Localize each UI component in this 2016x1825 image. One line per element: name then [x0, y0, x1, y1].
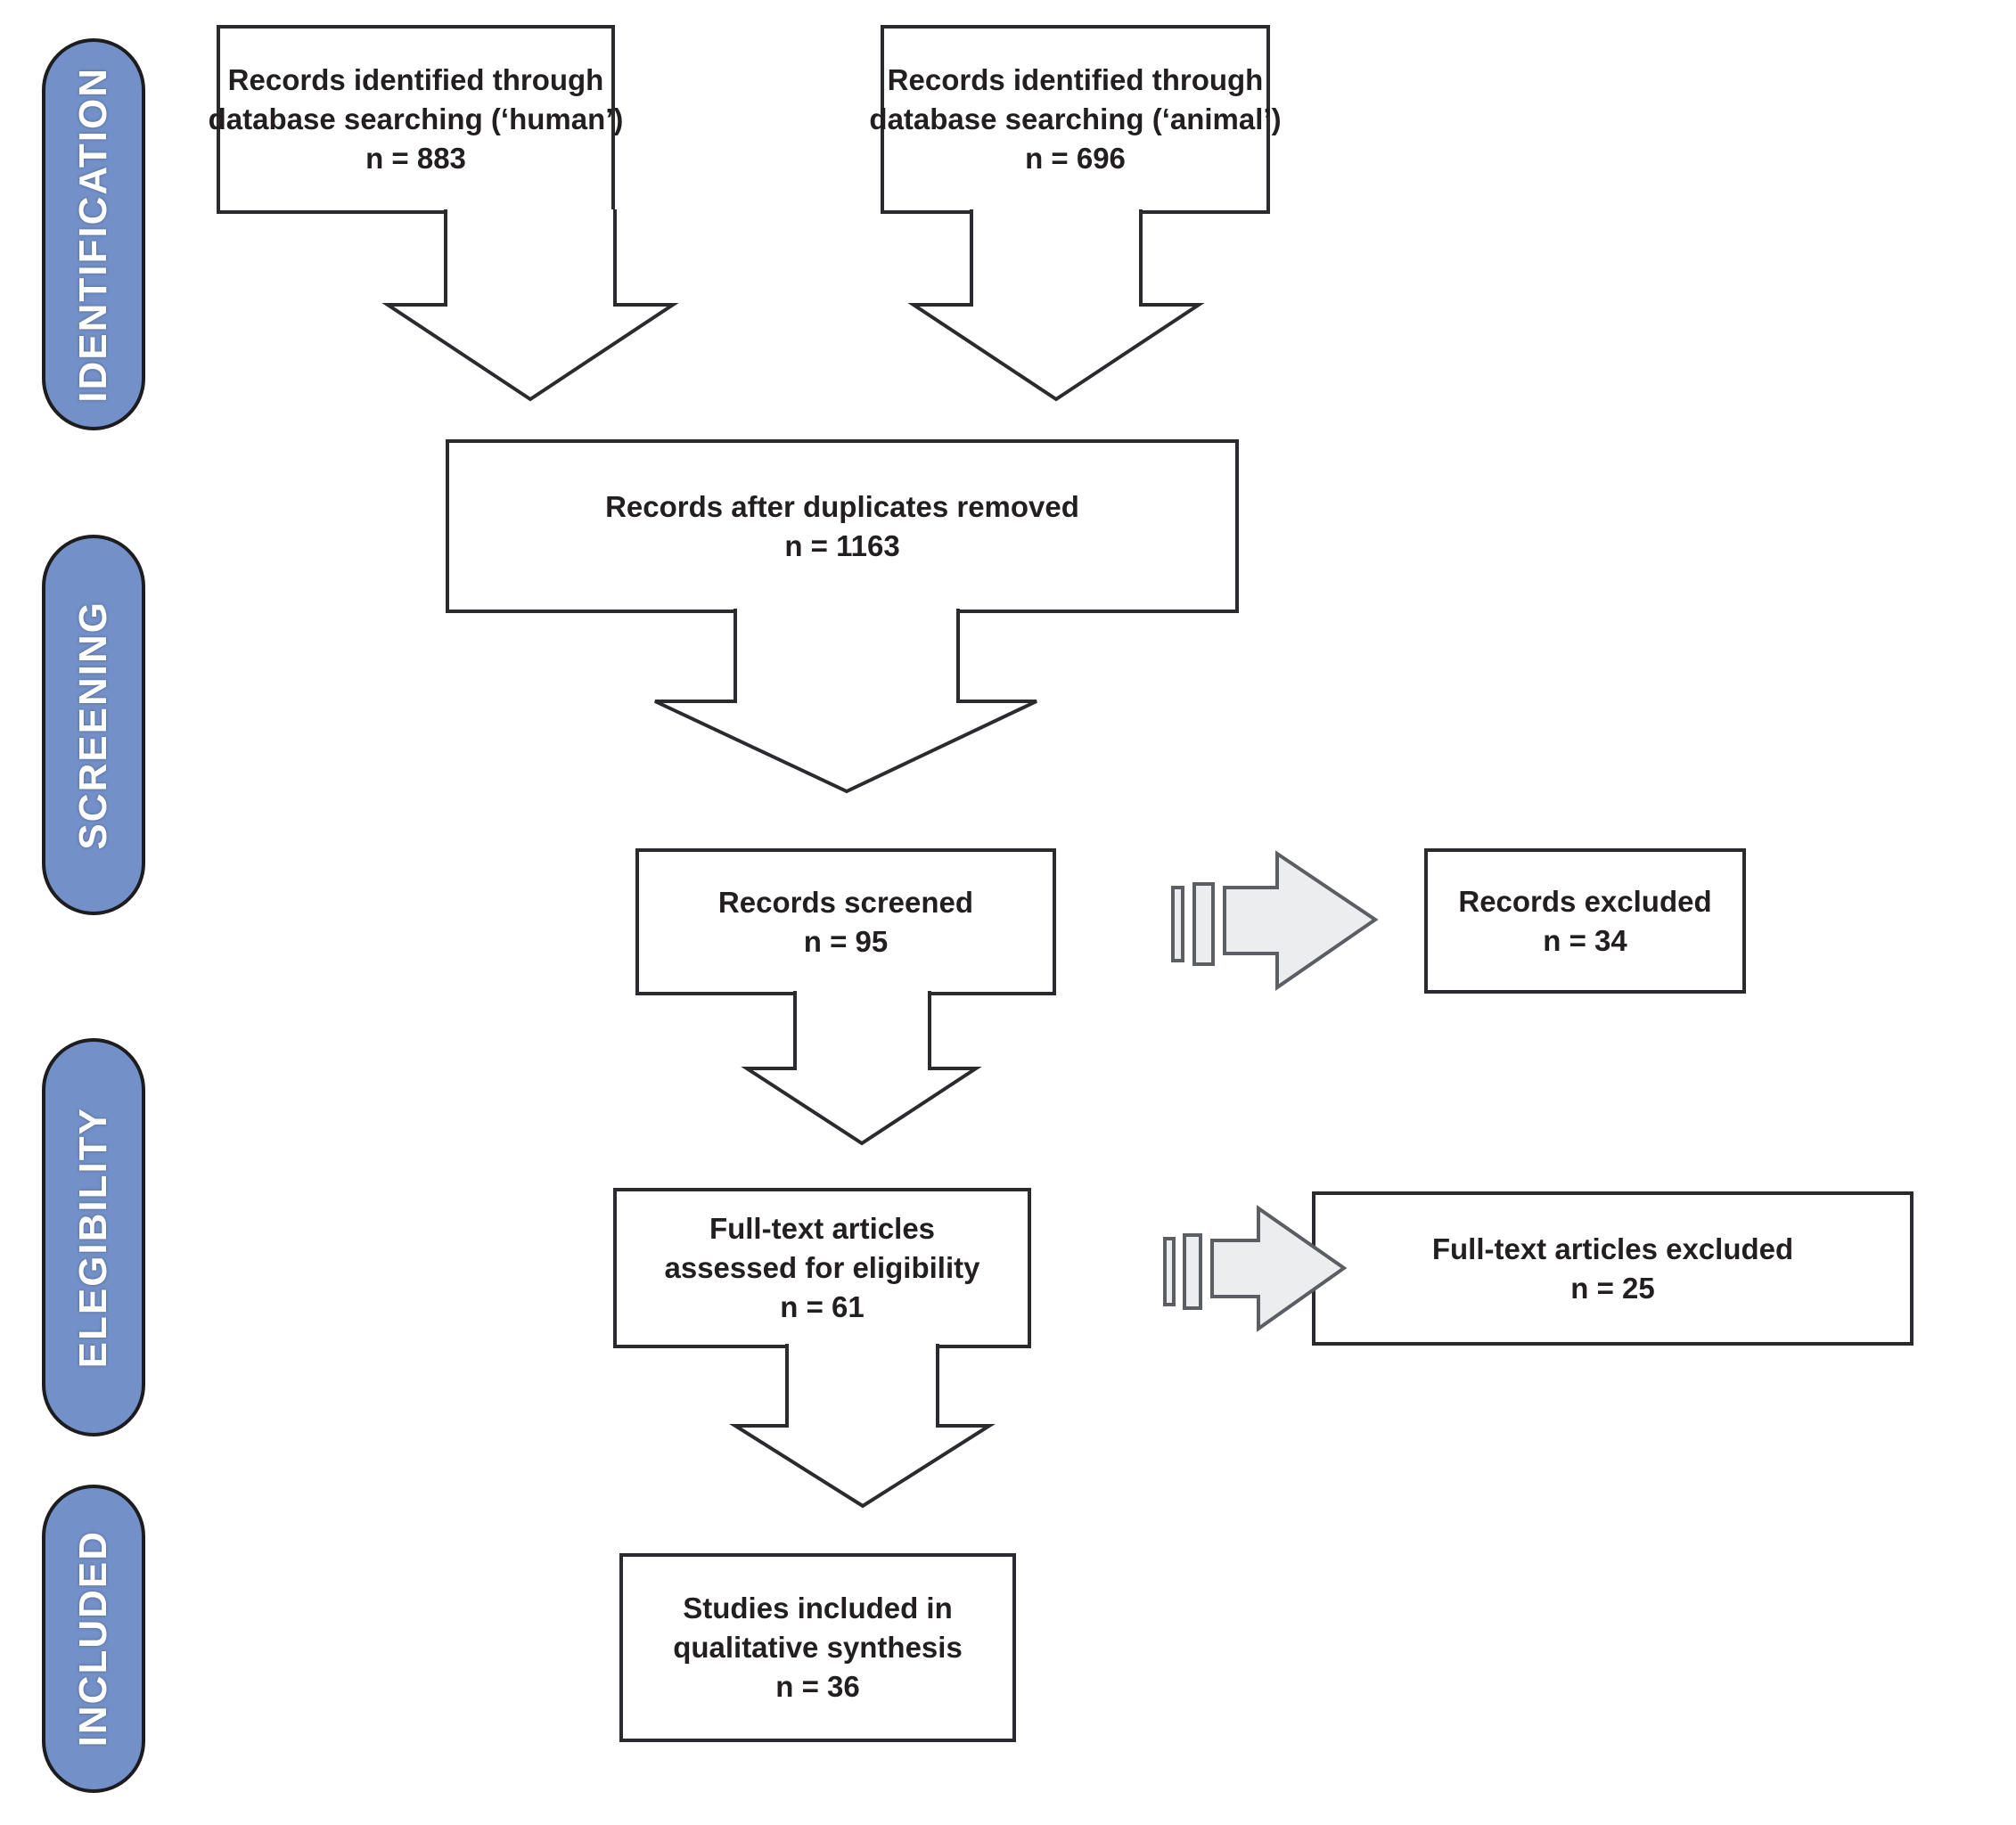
box-records-screened: Records screened n = 95: [635, 848, 1056, 995]
box-text-line: Studies included in: [683, 1592, 953, 1624]
box-count: n = 883: [365, 142, 466, 175]
box-studies-included: Studies included in qualitative synthesi…: [619, 1553, 1016, 1742]
stage-label-eligibility: ELEGIBILITY: [71, 1106, 115, 1369]
box-text-line: Records excluded: [1458, 884, 1712, 918]
box-fulltext-excluded: Full-text articles excluded n = 25: [1312, 1191, 1914, 1346]
box-text-line: Records identified through: [227, 63, 604, 96]
box-records-excluded: Records excluded n = 34: [1424, 848, 1746, 994]
arrow-stripe-thin: [1171, 886, 1184, 962]
down-funnel-arrow-screened-to-fulltext: [741, 991, 982, 1146]
box-text-line: assessed for eligibility: [664, 1251, 980, 1284]
stage-pill-identification: IDENTIFICATION: [42, 38, 145, 430]
down-funnel-arrow-duplicates-to-screened: [654, 609, 1037, 794]
box-text-line: Records screened: [717, 885, 974, 919]
arrow-stripe-thin: [1163, 1237, 1176, 1306]
box-count: n = 25: [1570, 1271, 1655, 1305]
box-text-line: Records identified through: [887, 63, 1264, 96]
box-fulltext-assessed: Full-text articles assessed for eligibil…: [613, 1188, 1031, 1348]
box-records-identified-animal: Records identified through database sear…: [869, 25, 1282, 214]
box-count: n = 1163: [784, 528, 900, 562]
stage-label-included: INCLUDED: [71, 1530, 115, 1747]
stage-pill-eligibility: ELEGIBILITY: [42, 1038, 145, 1436]
down-funnel-arrow-fulltext-to-included: [729, 1344, 996, 1509]
box-text-line: Records after duplicates removed: [605, 489, 1079, 523]
box-count: n = 36: [775, 1670, 860, 1703]
stage-label-identification: IDENTIFICATION: [71, 66, 115, 403]
box-count: n = 61: [780, 1290, 865, 1323]
right-arrow-head: [1223, 850, 1379, 991]
box-count: n = 696: [1025, 142, 1126, 175]
box-text-line: database searching (‘animal’): [869, 102, 1282, 135]
arrow-stripe-thick: [1183, 1233, 1202, 1310]
down-funnel-arrow-animal-to-duplicates: [907, 209, 1205, 402]
down-funnel-arrow-human-to-duplicates: [381, 209, 679, 402]
arrow-stripe-thick: [1192, 882, 1215, 966]
box-text-line: database searching (‘human’): [208, 102, 624, 135]
box-count: n = 95: [803, 924, 889, 958]
stage-label-screening: SCREENING: [71, 600, 115, 850]
box-text-line: qualitative synthesis: [673, 1631, 963, 1664]
stage-pill-included: INCLUDED: [42, 1485, 145, 1793]
stage-pill-screening: SCREENING: [42, 535, 145, 915]
box-records-identified-human: Records identified through database sear…: [209, 25, 623, 214]
box-text-line: Full-text articles: [709, 1212, 936, 1245]
striped-right-arrow-records-excluded: [1171, 850, 1379, 991]
box-text-line: Full-text articles excluded: [1431, 1232, 1794, 1265]
box-records-after-duplicates: Records after duplicates removed n = 116…: [446, 439, 1239, 613]
box-count: n = 34: [1543, 923, 1627, 957]
